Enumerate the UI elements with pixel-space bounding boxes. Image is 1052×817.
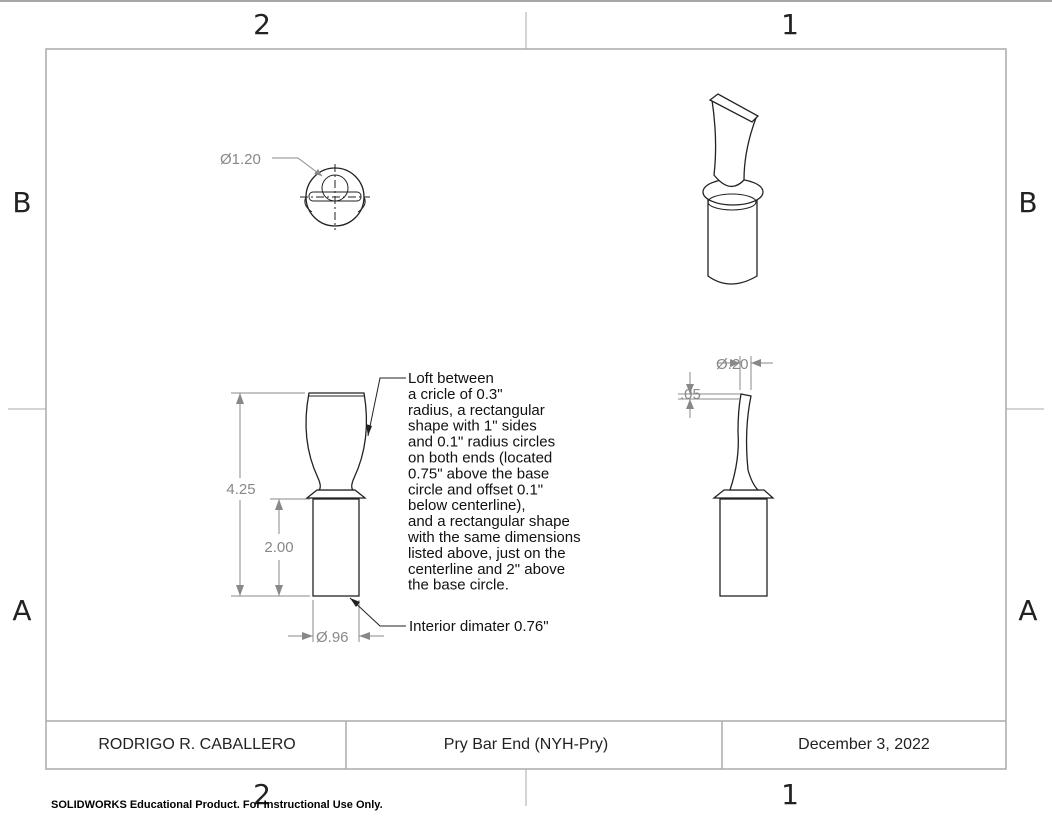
isometric-view (702, 93, 764, 285)
overall-height-label: 4.25 (226, 481, 255, 498)
part-name: Pry Bar End (NYH-Pry) (444, 736, 608, 753)
front-view (231, 377, 406, 642)
loft-note-line: on both ends (located (408, 450, 552, 467)
zone-label-bottom-left: 2 (253, 778, 271, 811)
base-height-label: 2.00 (264, 539, 293, 556)
loft-note-line: 0.75" above the base (408, 465, 549, 482)
drawing-date: December 3, 2022 (798, 736, 930, 753)
zone-label-right-a: A (1018, 594, 1037, 627)
zone-label-left-a: A (12, 594, 31, 627)
top-view-diameter-label: Ø1.20 (220, 151, 261, 168)
loft-note-line: and a rectangular shape (408, 513, 570, 530)
loft-note-line: a cricle of 0.3" (408, 386, 503, 403)
loft-note-line: and 0.1" radius circles (408, 434, 555, 451)
loft-note-line: Loft between (408, 370, 494, 387)
loft-note-line: centerline and 2" above (408, 561, 565, 578)
base-diameter-label: Ø.96 (316, 629, 349, 646)
zone-label-right-b: B (1018, 186, 1037, 219)
tip-offset-label: .05 (680, 386, 701, 403)
loft-note-line: circle and offset 0.1" (408, 481, 543, 498)
title-block (46, 720, 1006, 769)
zone-label-bottom-right: 1 (781, 778, 799, 811)
loft-note-line: the base circle. (408, 577, 509, 594)
zone-label-top-left: 2 (253, 8, 271, 41)
loft-note-line: listed above, just on the (408, 545, 566, 562)
loft-note-line: below centerline), (408, 497, 526, 514)
loft-note-line: with the same dimensions (407, 529, 581, 546)
solidworks-watermark: SOLIDWORKS Educational Product. For Inst… (51, 799, 383, 811)
tip-diameter-label: Ø.20 (716, 356, 749, 373)
top-view (272, 157, 370, 230)
loft-note-line: radius, a rectangular (408, 402, 545, 419)
author-name: RODRIGO R. CABALLERO (98, 736, 295, 753)
zone-label-top-right: 1 (781, 8, 799, 41)
zone-label-left-b: B (12, 186, 31, 219)
loft-note: Loft between a cricle of 0.3" radius, a … (407, 370, 585, 594)
loft-note-line: shape with 1" sides (408, 418, 537, 435)
interior-diameter-note: Interior dimater 0.76" (409, 618, 549, 635)
side-view (678, 356, 775, 597)
